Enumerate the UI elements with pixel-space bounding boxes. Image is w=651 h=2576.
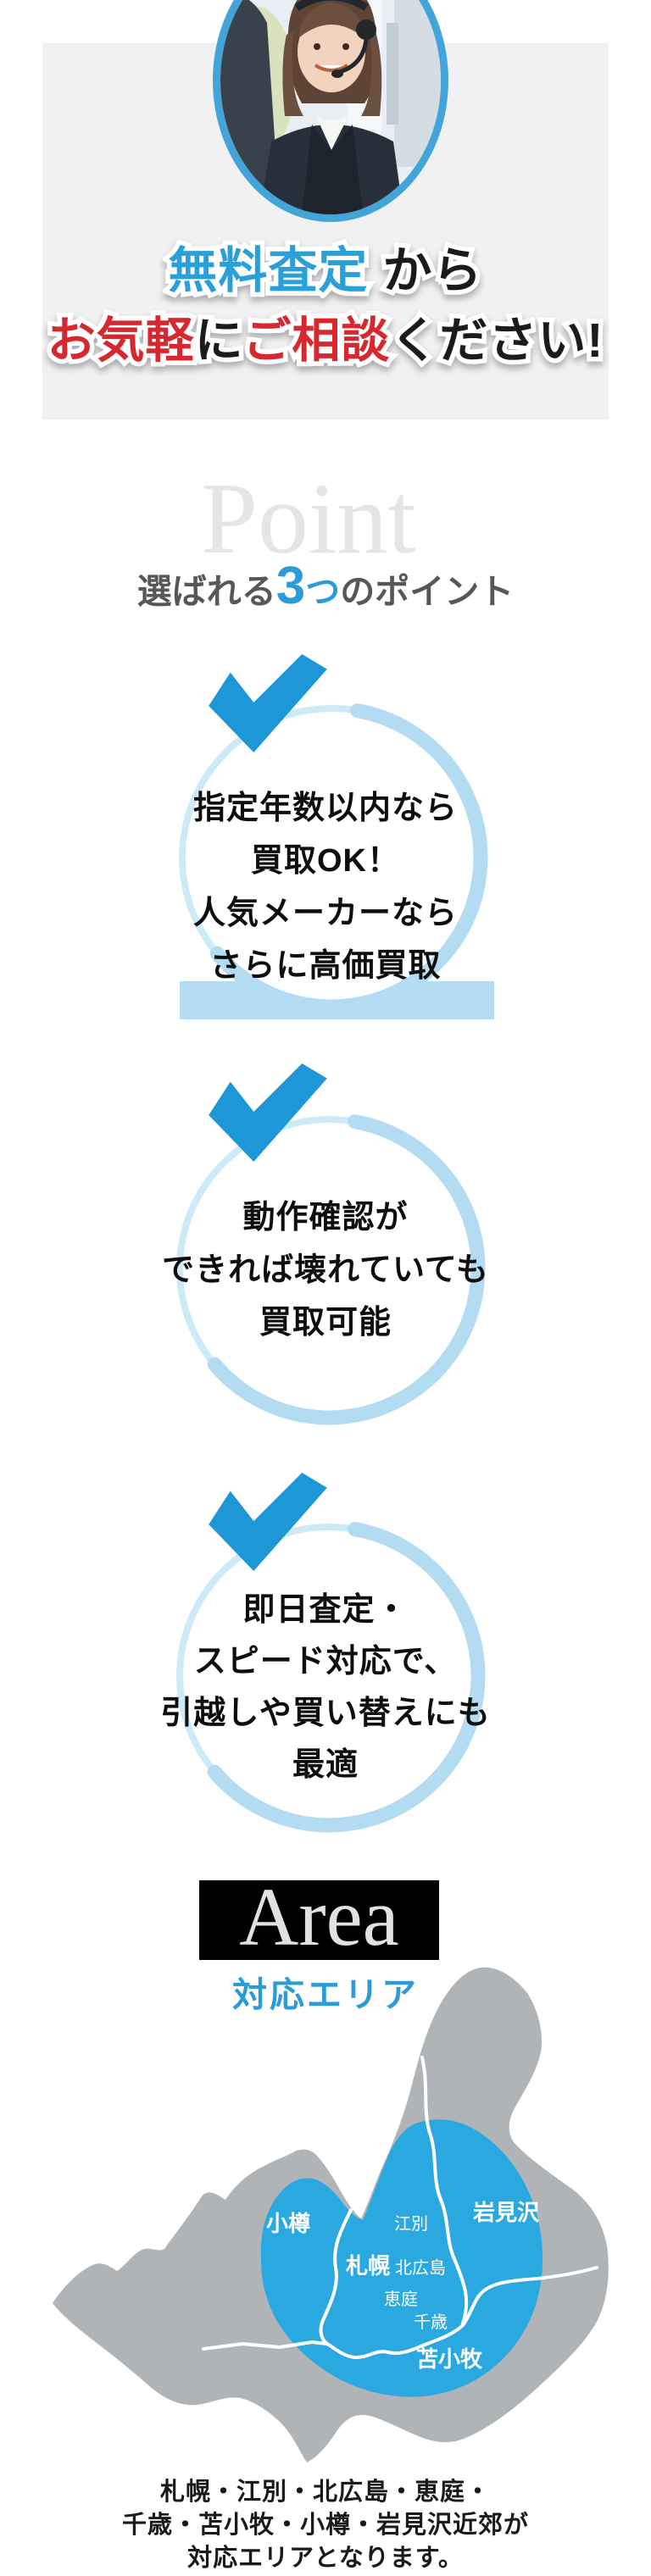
point2-check-icon (209, 1063, 327, 1163)
map-label-ebetsu: 江別 (394, 2214, 428, 2234)
point1-check-icon (209, 654, 327, 753)
subtitle-number-3: 3 (275, 557, 306, 615)
point3-text-line3: 引越しや買い替えにも (160, 1696, 491, 1731)
service-area-map: 小樽 江別 岩見沢 札幌 北広島 恵庭 千歳 苫小牧 (0, 1966, 651, 2474)
hero-headline-line1-outline: 無料査定 から (164, 239, 487, 303)
point3-text-line4: 最適 (292, 1747, 359, 1783)
point2-circle-ring (176, 1114, 486, 1425)
map-label-otaru: 小樽 (266, 2211, 310, 2236)
subtitle-tsu: つ (305, 572, 341, 611)
point1-text-line4: さらに高価買取 (209, 948, 442, 984)
subtitle-no-point: のポイント (340, 572, 515, 611)
point2-text-line1: 動作確認が (242, 1200, 409, 1235)
map-label-eniwa: 恵庭 (384, 2290, 418, 2309)
point1-text-line1: 指定年数以内なら (192, 791, 458, 826)
service-area-note-line1: 札幌・江別・北広島・恵庭・ (159, 2479, 491, 2506)
area-heading-box: Area (199, 1872, 439, 1963)
hokkaido-map: 小樽 江別 岩見沢 札幌 北広島 恵庭 千歳 苫小牧 (53, 1967, 609, 2462)
point3-text-line1: 即日査定・ (242, 1592, 409, 1628)
map-label-sapporo: 札幌 (346, 2253, 390, 2279)
hero-headline-kudasai: ください! (390, 314, 604, 368)
point3-check-icon (209, 1473, 327, 1572)
point2-text-line2: できれば壊れていても (162, 1252, 489, 1288)
hero-headline-free-assessment: 無料査定 (168, 243, 369, 298)
hero-headline-consult: ご相談 (242, 314, 391, 368)
point-section-watermark: Point (201, 462, 416, 575)
service-area-note-line3: 対応エリアとなります。 (187, 2545, 464, 2572)
service-area-note: 札幌・江別・北広島・恵庭・ 千歳・苫小牧・小樽・岩見沢近郊が 対応エリアとなりま… (0, 2476, 651, 2575)
point1-circle-ring (179, 703, 488, 1014)
map-service-area (260, 2119, 543, 2397)
point3-circle-ring (176, 1522, 486, 1833)
operator-photo (213, 0, 448, 222)
hero-headline-line2-outline: お気軽にご相談ください! (42, 309, 608, 373)
area-heading-en: Area (239, 1872, 399, 1963)
point-section-subtitle: 選ばれる3つのポイント (0, 557, 651, 615)
hero-headline-feel-free: お気軽 (47, 314, 195, 368)
point3-text-line2: スピード対応で、 (193, 1644, 458, 1679)
service-area-note-line2: 千歳・苫小牧・小樽・岩見沢近郊が (121, 2512, 529, 2539)
map-boundary-south (202, 2266, 598, 2360)
area-heading-jp: 対応エリア (232, 1975, 419, 2014)
map-label-tomakomai: 苫小牧 (416, 2346, 483, 2372)
point1-text-line2: 買取OK！ (250, 843, 400, 879)
map-label-chitose: 千歳 (414, 2312, 448, 2332)
point2-text-line3: 買取可能 (259, 1305, 392, 1341)
subtitle-erabareru: 選ばれる (136, 572, 276, 611)
map-boundary-ebetsu-iwamizawa (420, 2056, 469, 2325)
point1-text-line3: 人気メーカーなら (192, 896, 458, 931)
hero-headline-kara: から (368, 243, 483, 298)
map-boundary-otaru-sapporo (319, 2208, 353, 2346)
hero-headline-ni: に (194, 314, 243, 368)
map-label-iwamizawa: 岩見沢 (472, 2200, 540, 2225)
operator-photo-illustration (220, 0, 441, 214)
hero-headline-line1: 無料査定 から 無料査定 から (0, 230, 651, 303)
hero-headline-line2: お気軽にご相談ください! お気軽にご相談ください! (0, 302, 651, 373)
map-label-kitahiroshima: 北広島 (395, 2258, 446, 2278)
